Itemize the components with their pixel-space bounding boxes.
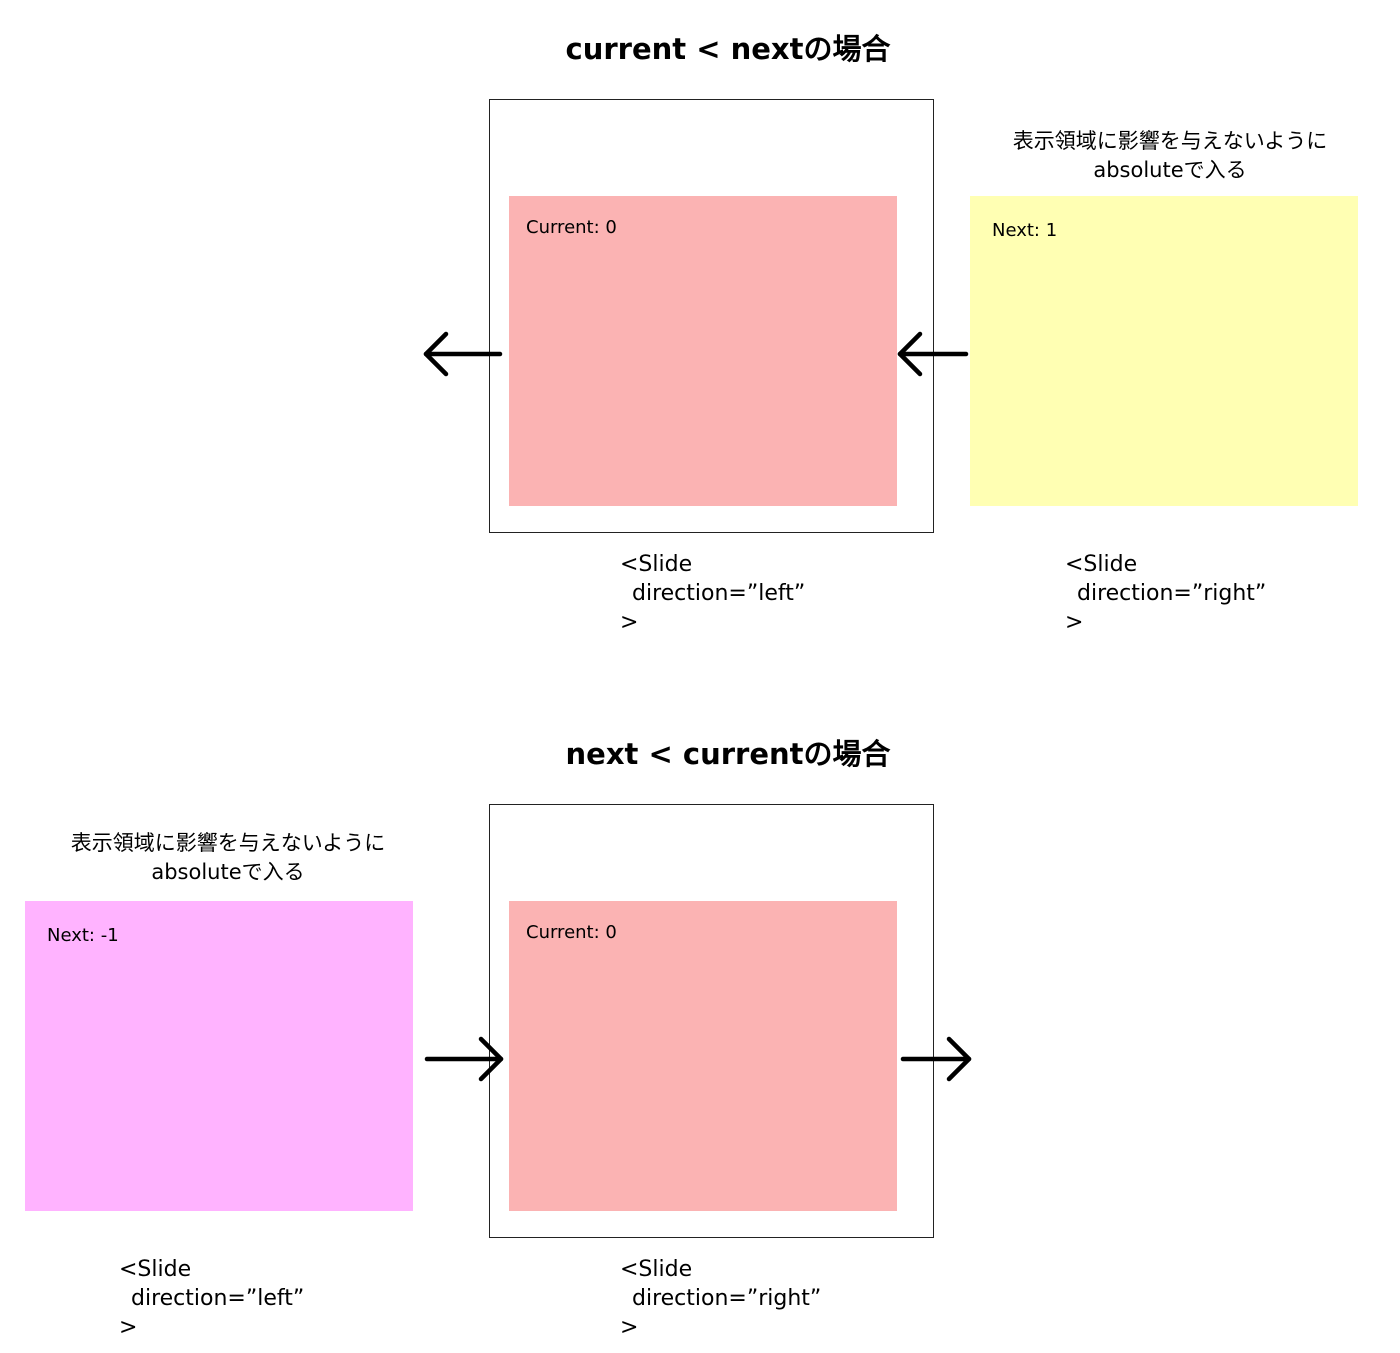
code-line: <Slide: [119, 1257, 192, 1282]
code-line: direction=”right”: [632, 1286, 822, 1311]
section1-note-line2: absoluteで入る: [1093, 158, 1247, 182]
section2-current-label: Current: 0: [526, 922, 617, 943]
arrow-right-icon: [900, 1036, 972, 1082]
code-line: direction=”right”: [1077, 581, 1267, 606]
code-line: direction=”left”: [632, 581, 806, 606]
section1-current-slide: Current: 0: [509, 196, 897, 506]
section2-absolute-note: 表示領域に影響を与えないように absoluteで入る: [43, 829, 413, 887]
section2-note-line2: absoluteで入る: [151, 860, 305, 884]
section1-next-label: Next: 1: [992, 220, 1058, 241]
section1-current-code: <Slide direction=”left” >: [620, 550, 805, 637]
section1-next-code: <Slide direction=”right” >: [1065, 550, 1266, 637]
code-line: <Slide: [620, 1257, 693, 1282]
code-line: >: [119, 1315, 138, 1340]
code-line: >: [1065, 610, 1084, 635]
code-line: <Slide: [1065, 552, 1138, 577]
section1-current-label: Current: 0: [526, 217, 617, 238]
section2-next-code: <Slide direction=”left” >: [119, 1255, 304, 1342]
section2-current-slide: Current: 0: [509, 901, 897, 1211]
section2-current-code: <Slide direction=”right” >: [620, 1255, 821, 1342]
code-line: <Slide: [620, 552, 693, 577]
arrow-left-icon: [423, 331, 503, 377]
code-line: >: [620, 1315, 639, 1340]
section1-absolute-note: 表示領域に影響を与えないように absoluteで入る: [985, 127, 1355, 185]
arrow-right-icon: [424, 1036, 504, 1082]
section1-next-slide: Next: 1: [970, 196, 1358, 506]
section2-next-label: Next: -1: [47, 925, 119, 946]
section1-title: current < nextの場合: [565, 32, 891, 66]
section2-title: next < currentの場合: [565, 737, 891, 771]
code-line: >: [620, 610, 639, 635]
section1-note-line1: 表示領域に影響を与えないように: [1012, 129, 1328, 153]
section2-next-slide: Next: -1: [25, 901, 413, 1211]
section2-note-line1: 表示領域に影響を与えないように: [70, 831, 386, 855]
arrow-left-icon: [897, 331, 969, 377]
code-line: direction=”left”: [131, 1286, 305, 1311]
